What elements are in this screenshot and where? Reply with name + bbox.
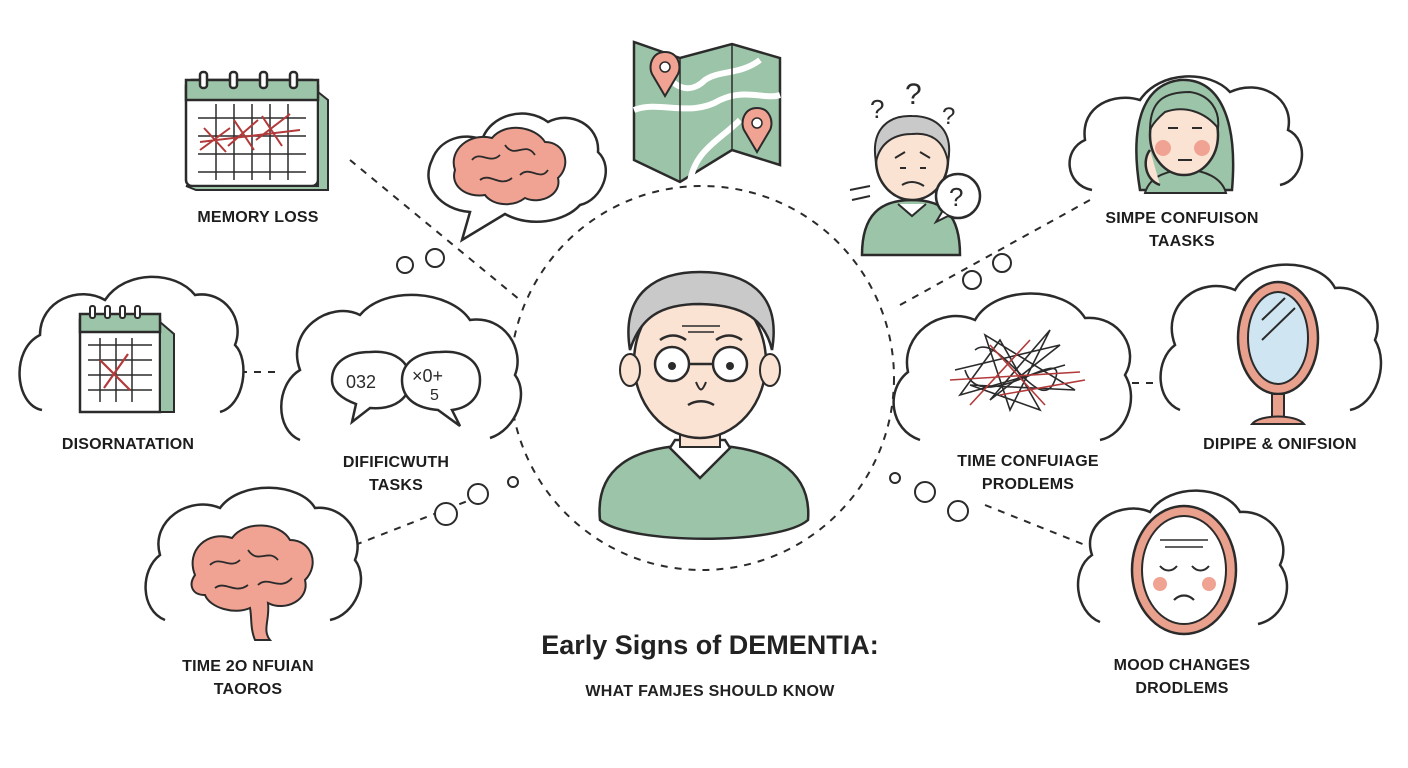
disorientation-cloud (18, 275, 245, 414)
mirror-icon (1236, 280, 1320, 425)
label-simple-confusion: SIMPE CONFUISON TAASKS (1105, 210, 1259, 250)
svg-text:?: ? (870, 94, 884, 124)
tangle-cloud (892, 292, 1133, 442)
svg-text:?: ? (942, 103, 955, 130)
thought-dots (396, 248, 1012, 526)
label-dipipe-confusion: DIPIPE & ONIFSION (1203, 436, 1357, 453)
math-text-right-sub: 5 (430, 387, 439, 404)
brain-thought-bubble (427, 112, 608, 243)
question-mark-text: ? (949, 182, 963, 212)
label-mood-changes: MOOD CHANGES DRODLEMS (1113, 657, 1251, 697)
elderly-man-icon (598, 270, 810, 540)
brain-icon-2 (190, 524, 314, 641)
label-time-problems: TIME CONFUIAGE PRODLEMS (957, 453, 1099, 493)
label-time-confusion-left: TIME 2O NFUIAN TAOROS (182, 658, 314, 698)
page-title: Early Signs of DEMENTIA: (541, 630, 879, 660)
svg-text:?: ? (905, 78, 922, 111)
label-memory-loss: MEMORY LOSS (197, 209, 319, 226)
brain-cloud (144, 486, 363, 641)
calendar-icon-2 (78, 305, 175, 414)
map-pin-icon (649, 50, 681, 98)
woman-cloud (1068, 75, 1304, 194)
math-text-left: 032 (346, 372, 376, 392)
mirror-face-icon (1130, 504, 1238, 636)
label-difficulty-tasks: DIFIFICWUTH TASKS (342, 454, 450, 494)
brain-icon (452, 126, 567, 206)
math-text-right: ×0+ (412, 366, 443, 386)
math-cloud: 032 ×0+ 5 (280, 293, 523, 442)
mirror-cloud (1159, 263, 1383, 425)
confused-man-icon: ? ? ? ? (849, 78, 982, 257)
page-subtitle: WHAT FAMJES SHOULD KNOW (585, 683, 835, 700)
calendar-icon (184, 70, 329, 191)
label-disorientation: DISORNATATION (61, 436, 195, 453)
map-pin-icon-2 (741, 106, 773, 154)
map-icon (632, 40, 782, 184)
mood-cloud (1076, 489, 1289, 636)
